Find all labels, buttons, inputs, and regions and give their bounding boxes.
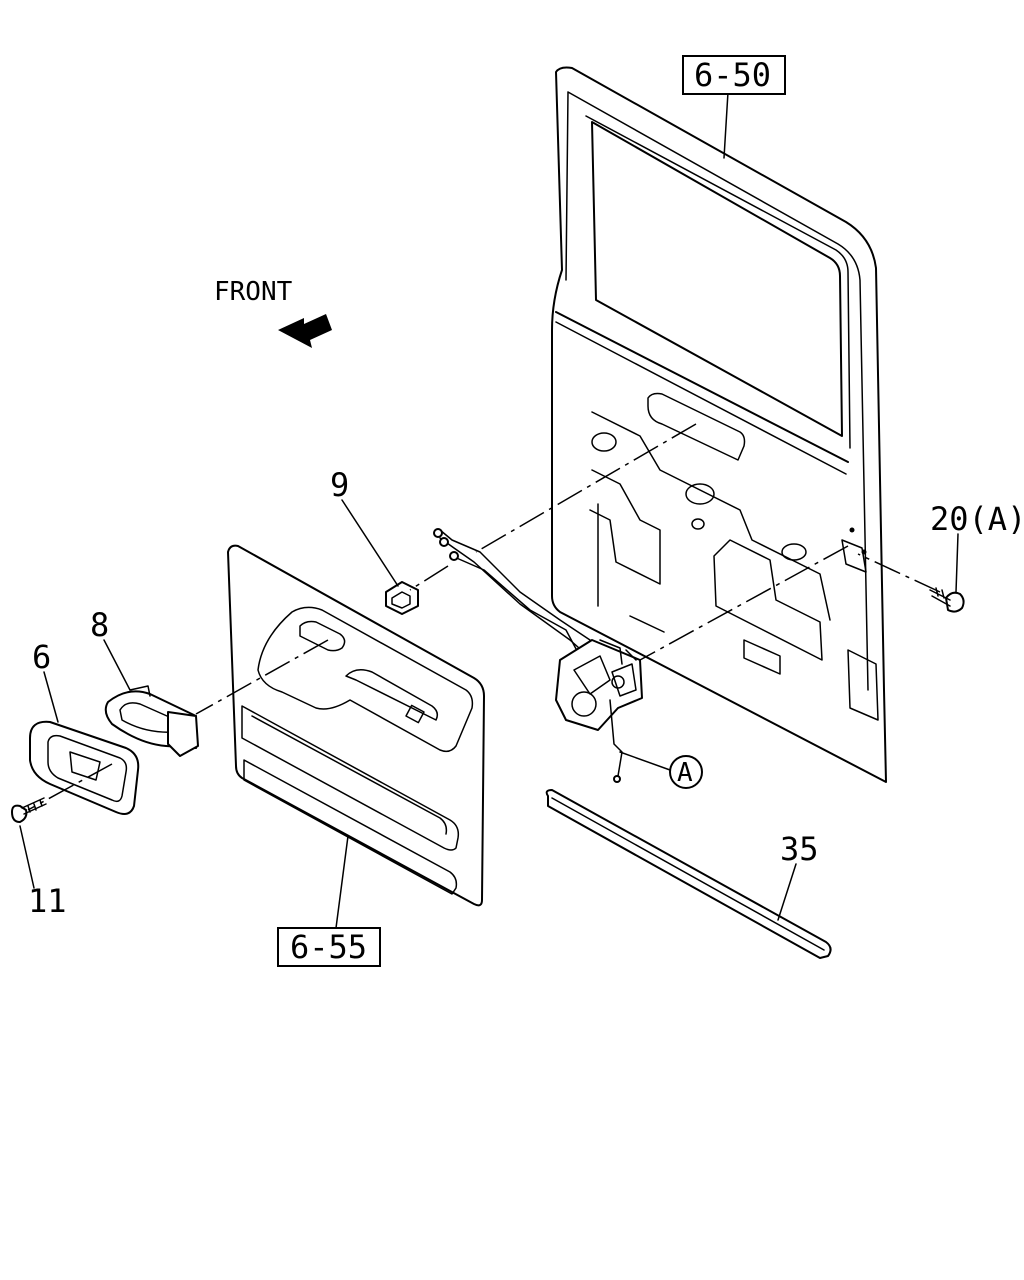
callout-35: 35 [780,830,819,868]
callout-20a: 20(A) [930,500,1024,538]
ref-box-6-55 [277,927,381,967]
assembly-lines [27,423,941,811]
leader-lines [19,91,959,929]
ref-box-6-50 [682,55,786,95]
part-35-weatherstrip [545,789,832,959]
part-20-screw [929,587,965,613]
door-shell [551,66,887,783]
part-8-inside-handle [104,685,199,757]
callout-8: 8 [90,606,109,644]
callout-a: A [677,758,693,788]
door-trim-panel [227,544,485,907]
callout-9: 9 [330,466,349,504]
front-label: FRONT [214,277,293,307]
callout-6-55: 6-55 [290,928,367,966]
callout-11: 11 [28,882,67,920]
front-arrow-icon [278,314,332,348]
circle-a-marker [669,755,703,789]
part-9-clip [385,581,419,615]
callout-6-50: 6-50 [694,56,771,94]
door-lock-assembly [433,528,643,783]
part-6-escutcheon [29,720,140,815]
callout-6: 6 [32,638,51,676]
